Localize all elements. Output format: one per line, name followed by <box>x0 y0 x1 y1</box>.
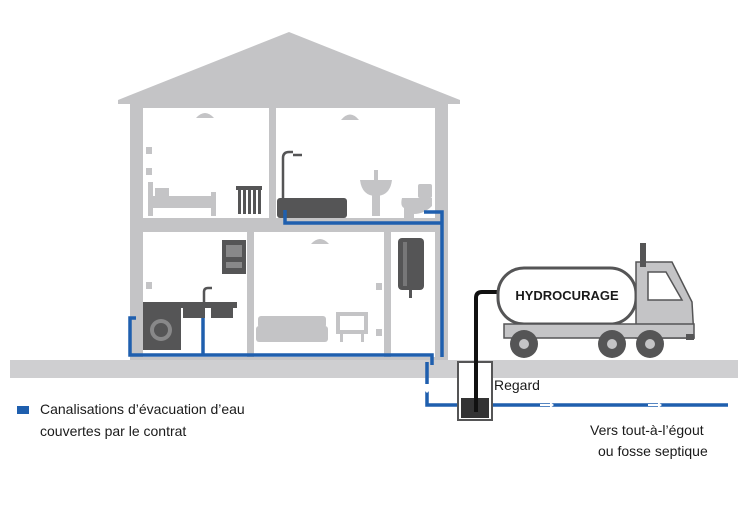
truck-label: HYDROCURAGE <box>515 288 619 303</box>
truck-mirror <box>640 243 646 267</box>
lamp-icon <box>311 239 329 244</box>
shower-icon <box>281 150 302 198</box>
lamp-icon <box>341 114 359 120</box>
boiler-icon <box>222 240 246 274</box>
switch-icon <box>146 168 152 175</box>
truck-window <box>647 271 684 301</box>
water-heater-icon <box>398 238 424 298</box>
destination-label-line2: ou fosse septique <box>598 443 708 459</box>
truck: HYDROCURAGE <box>496 243 695 358</box>
radiator-icon <box>236 186 262 214</box>
legend-text-line2: couvertes par le contrat <box>40 423 187 439</box>
bathtub-icon <box>277 198 347 218</box>
truck-hub <box>645 339 655 349</box>
arrow-down-icon <box>423 384 431 393</box>
truck-bumper <box>686 334 694 340</box>
kitchen-sink-icon <box>143 286 237 318</box>
switch-icon <box>146 147 152 154</box>
arrow-right-icon <box>540 402 554 408</box>
washing-machine-icon <box>143 308 181 350</box>
destination-label-line1: Vers tout-à-l’égout <box>590 422 704 438</box>
pipe-upper-floor <box>283 210 442 225</box>
house-roof <box>118 32 460 104</box>
bed-icon <box>148 182 216 216</box>
flow-arrows <box>423 384 662 408</box>
ground <box>10 360 738 378</box>
regard-label: Regard <box>494 377 540 393</box>
switch-icon <box>376 283 382 290</box>
switch-icon <box>146 282 152 289</box>
truck-hub <box>607 339 617 349</box>
legend-swatch <box>17 406 29 414</box>
pipe-toilet <box>424 210 444 357</box>
switch-icon <box>376 329 382 336</box>
pipe-to-regard <box>425 362 460 407</box>
suction-hose <box>474 290 504 412</box>
toilet-icon <box>401 184 432 218</box>
drain-pipes <box>128 210 728 407</box>
lamp-icon <box>196 113 214 118</box>
arrow-right-icon <box>648 402 662 408</box>
tv-icon <box>336 312 368 342</box>
legend-text-line1: Canalisations d’évacuation d’eau <box>40 401 245 417</box>
sink-icon <box>360 170 392 216</box>
sofa-icon <box>256 316 328 342</box>
pipe-kitchen <box>128 316 434 365</box>
truck-hub <box>519 339 529 349</box>
house <box>118 32 460 360</box>
